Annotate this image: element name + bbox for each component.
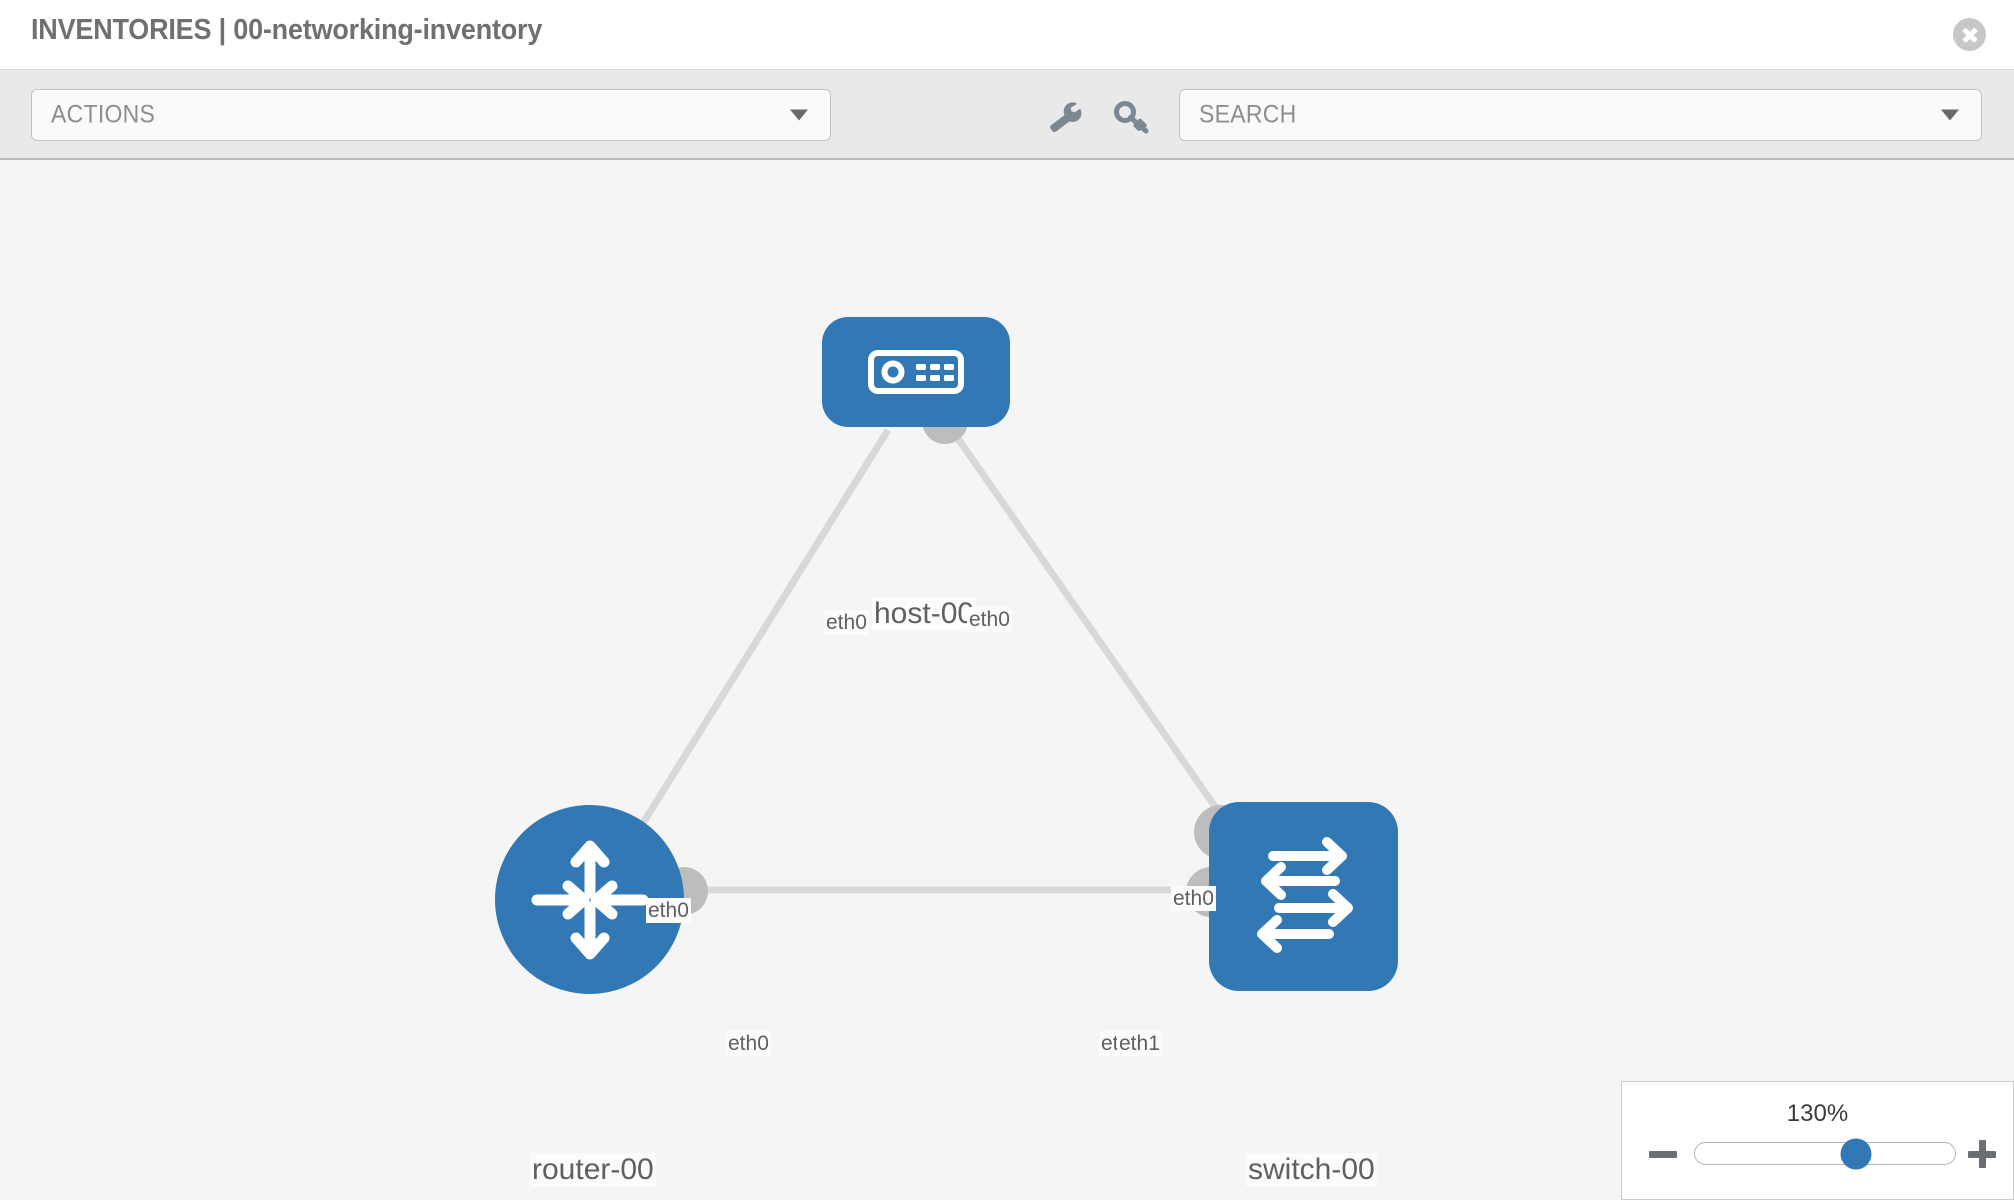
port-label-host-right: eth0 [967,607,1012,632]
zoom-slider-thumb[interactable] [1840,1138,1872,1169]
zoom-level-value: 130% [1786,1100,1849,1127]
node-host-00[interactable] [822,317,1010,427]
port-label-switch-left-b: eth1 [1117,1031,1162,1056]
port-label-switch-to-host: eth0 [1171,886,1216,911]
search-dropdown[interactable]: SEARCH [1179,89,1982,141]
link-host-switch [949,427,1240,841]
chevron-down-icon [790,109,808,121]
wrench-icon[interactable] [1046,100,1084,134]
actions-dropdown[interactable]: ACTIONS [31,89,831,141]
topology-canvas[interactable]: host-00 router-00 switch-00 eth0 eth0 et… [0,160,2014,1200]
zoom-in-button[interactable] [1968,1140,1996,1168]
zoom-slider[interactable] [1694,1138,1956,1169]
zoom-out-button[interactable] [1649,1140,1677,1168]
key-icon[interactable] [1113,100,1151,134]
close-icon[interactable] [1953,18,1986,51]
port-label-router-to-switch: eth0 [726,1031,771,1056]
chevron-down-icon [1941,109,1959,121]
search-input-placeholder: SEARCH [1199,100,1297,129]
link-host-router [617,428,891,862]
actions-dropdown-label: ACTIONS [51,100,156,129]
switch-icon [1256,836,1353,953]
page-header: INVENTORIES | 00-networking-inventory [0,0,2014,70]
node-label-switch-00: switch-00 [1246,1153,1377,1187]
node-label-host-00: host-00 [872,597,977,631]
page-title: INVENTORIES | 00-networking-inventory [31,14,543,46]
router-icon [531,840,648,959]
node-label-router-00: router-00 [530,1153,656,1187]
zoom-control-panel: 130% [1621,1081,2014,1200]
topology-links [617,427,1240,894]
port-label-router-to-host: eth0 [646,898,691,923]
toolbar: ACTIONS SEARCH [0,70,2014,160]
server-icon [868,350,964,394]
port-label-host-left: eth0 [824,610,869,635]
node-switch-00[interactable] [1209,802,1398,991]
